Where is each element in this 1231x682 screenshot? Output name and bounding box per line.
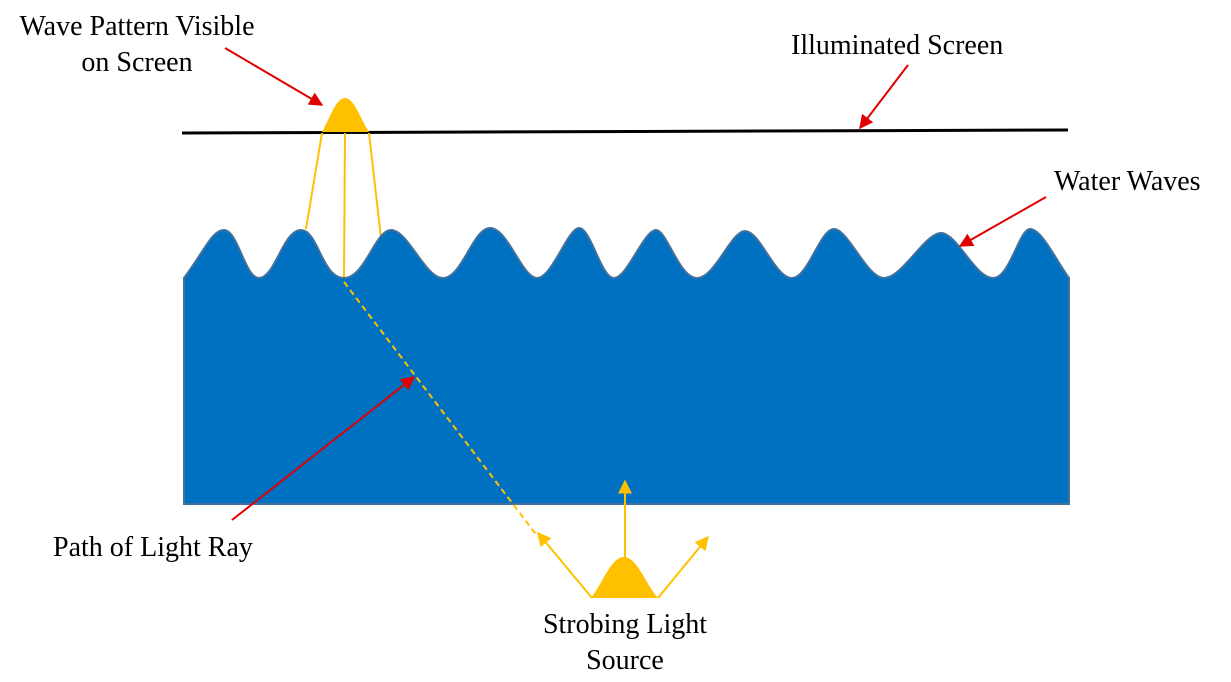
arrow-light-path: [231, 376, 416, 521]
light-source-label-line1: Strobing Light: [542, 609, 708, 640]
arrow-screen: [859, 64, 909, 130]
focused-light-rays: [305, 132, 382, 279]
illuminated-screen-line: [181, 128, 1069, 135]
annotation-arrows: [224, 47, 1047, 521]
light-path-label: Path of Light Ray: [53, 532, 253, 563]
emitted-light-rays: [537, 479, 709, 599]
light-ray-path-dashed: [343, 281, 539, 538]
water-waves-label: Water Waves: [1054, 166, 1201, 197]
light-source-label-line2: Source: [586, 645, 664, 676]
arrow-water-waves: [958, 196, 1047, 247]
screen-wave-pattern: [322, 98, 369, 132]
illuminated-screen-label: Illuminated Screen: [791, 30, 1004, 61]
light-source-shape: [591, 557, 658, 598]
light-source-label: Strobing Light Source: [530, 607, 720, 679]
wave-pattern-label: Wave Pattern Visible on Screen: [6, 9, 268, 81]
wave-pattern-label-line1: Wave Pattern Visible: [19, 11, 255, 42]
arrow-wave-pattern: [224, 47, 324, 106]
water-body: [183, 226, 1070, 505]
wave-pattern-label-line2: on Screen: [81, 47, 193, 78]
